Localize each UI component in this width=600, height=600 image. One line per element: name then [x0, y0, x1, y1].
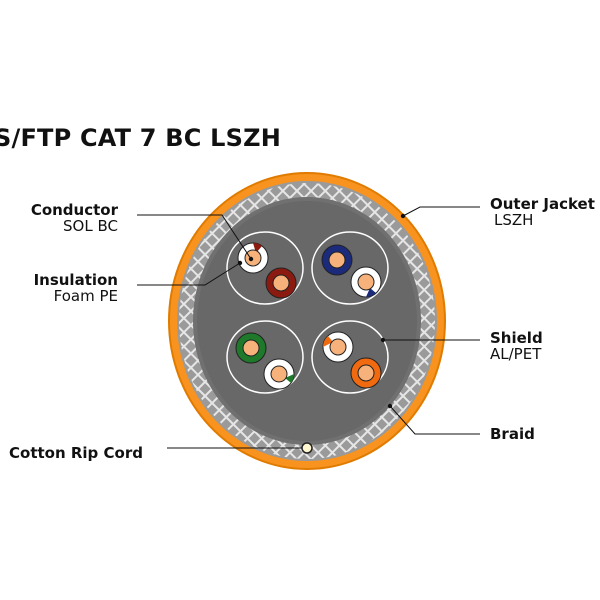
diagram-title: S/FTP CAT 7 BC LSZH — [0, 124, 281, 152]
label-insulation-name: Insulation — [33, 271, 118, 289]
rip-cord — [301, 442, 313, 454]
label-braid: Braid — [490, 426, 535, 442]
label-shield-name: Shield — [490, 329, 543, 347]
pair-ring-bottom-left — [226, 320, 304, 394]
pair-brown — [237, 242, 297, 299]
label-conductor-name: Conductor — [30, 201, 118, 219]
pair-ring-bottom-right — [311, 320, 389, 394]
label-shield-value: AL/PET — [490, 345, 542, 363]
pair-orange — [322, 331, 382, 389]
pair-ring-top-right — [311, 231, 389, 305]
pair-ring-top-left — [226, 231, 304, 305]
label-shield: Shield AL/PET — [490, 330, 543, 362]
label-outer-jacket-value: LSZH — [494, 211, 534, 229]
leader-lines — [137, 206, 480, 449]
leader-braid — [389, 405, 480, 435]
pair-blue — [321, 244, 382, 298]
label-insulation: Insulation Foam PE — [34, 272, 118, 304]
leader-dots — [237, 213, 406, 409]
label-insulation-value: Foam PE — [53, 287, 118, 305]
leader-insulation — [137, 262, 241, 286]
core-fill — [197, 201, 417, 441]
leader-conductor — [137, 214, 252, 260]
label-conductor-value: SOL BC — [63, 217, 118, 235]
label-outer-jacket-name: Outer Jacket — [490, 195, 595, 213]
label-conductor: Conductor SOL BC — [31, 202, 118, 234]
label-rip-cord: Cotton Rip Cord — [9, 445, 143, 461]
leader-outer-jacket — [402, 206, 480, 217]
label-braid-name: Braid — [490, 425, 535, 443]
label-outer-jacket: Outer Jacket LSZH — [490, 196, 595, 228]
pair-green — [235, 332, 295, 390]
label-rip-cord-name: Cotton Rip Cord — [9, 444, 143, 462]
